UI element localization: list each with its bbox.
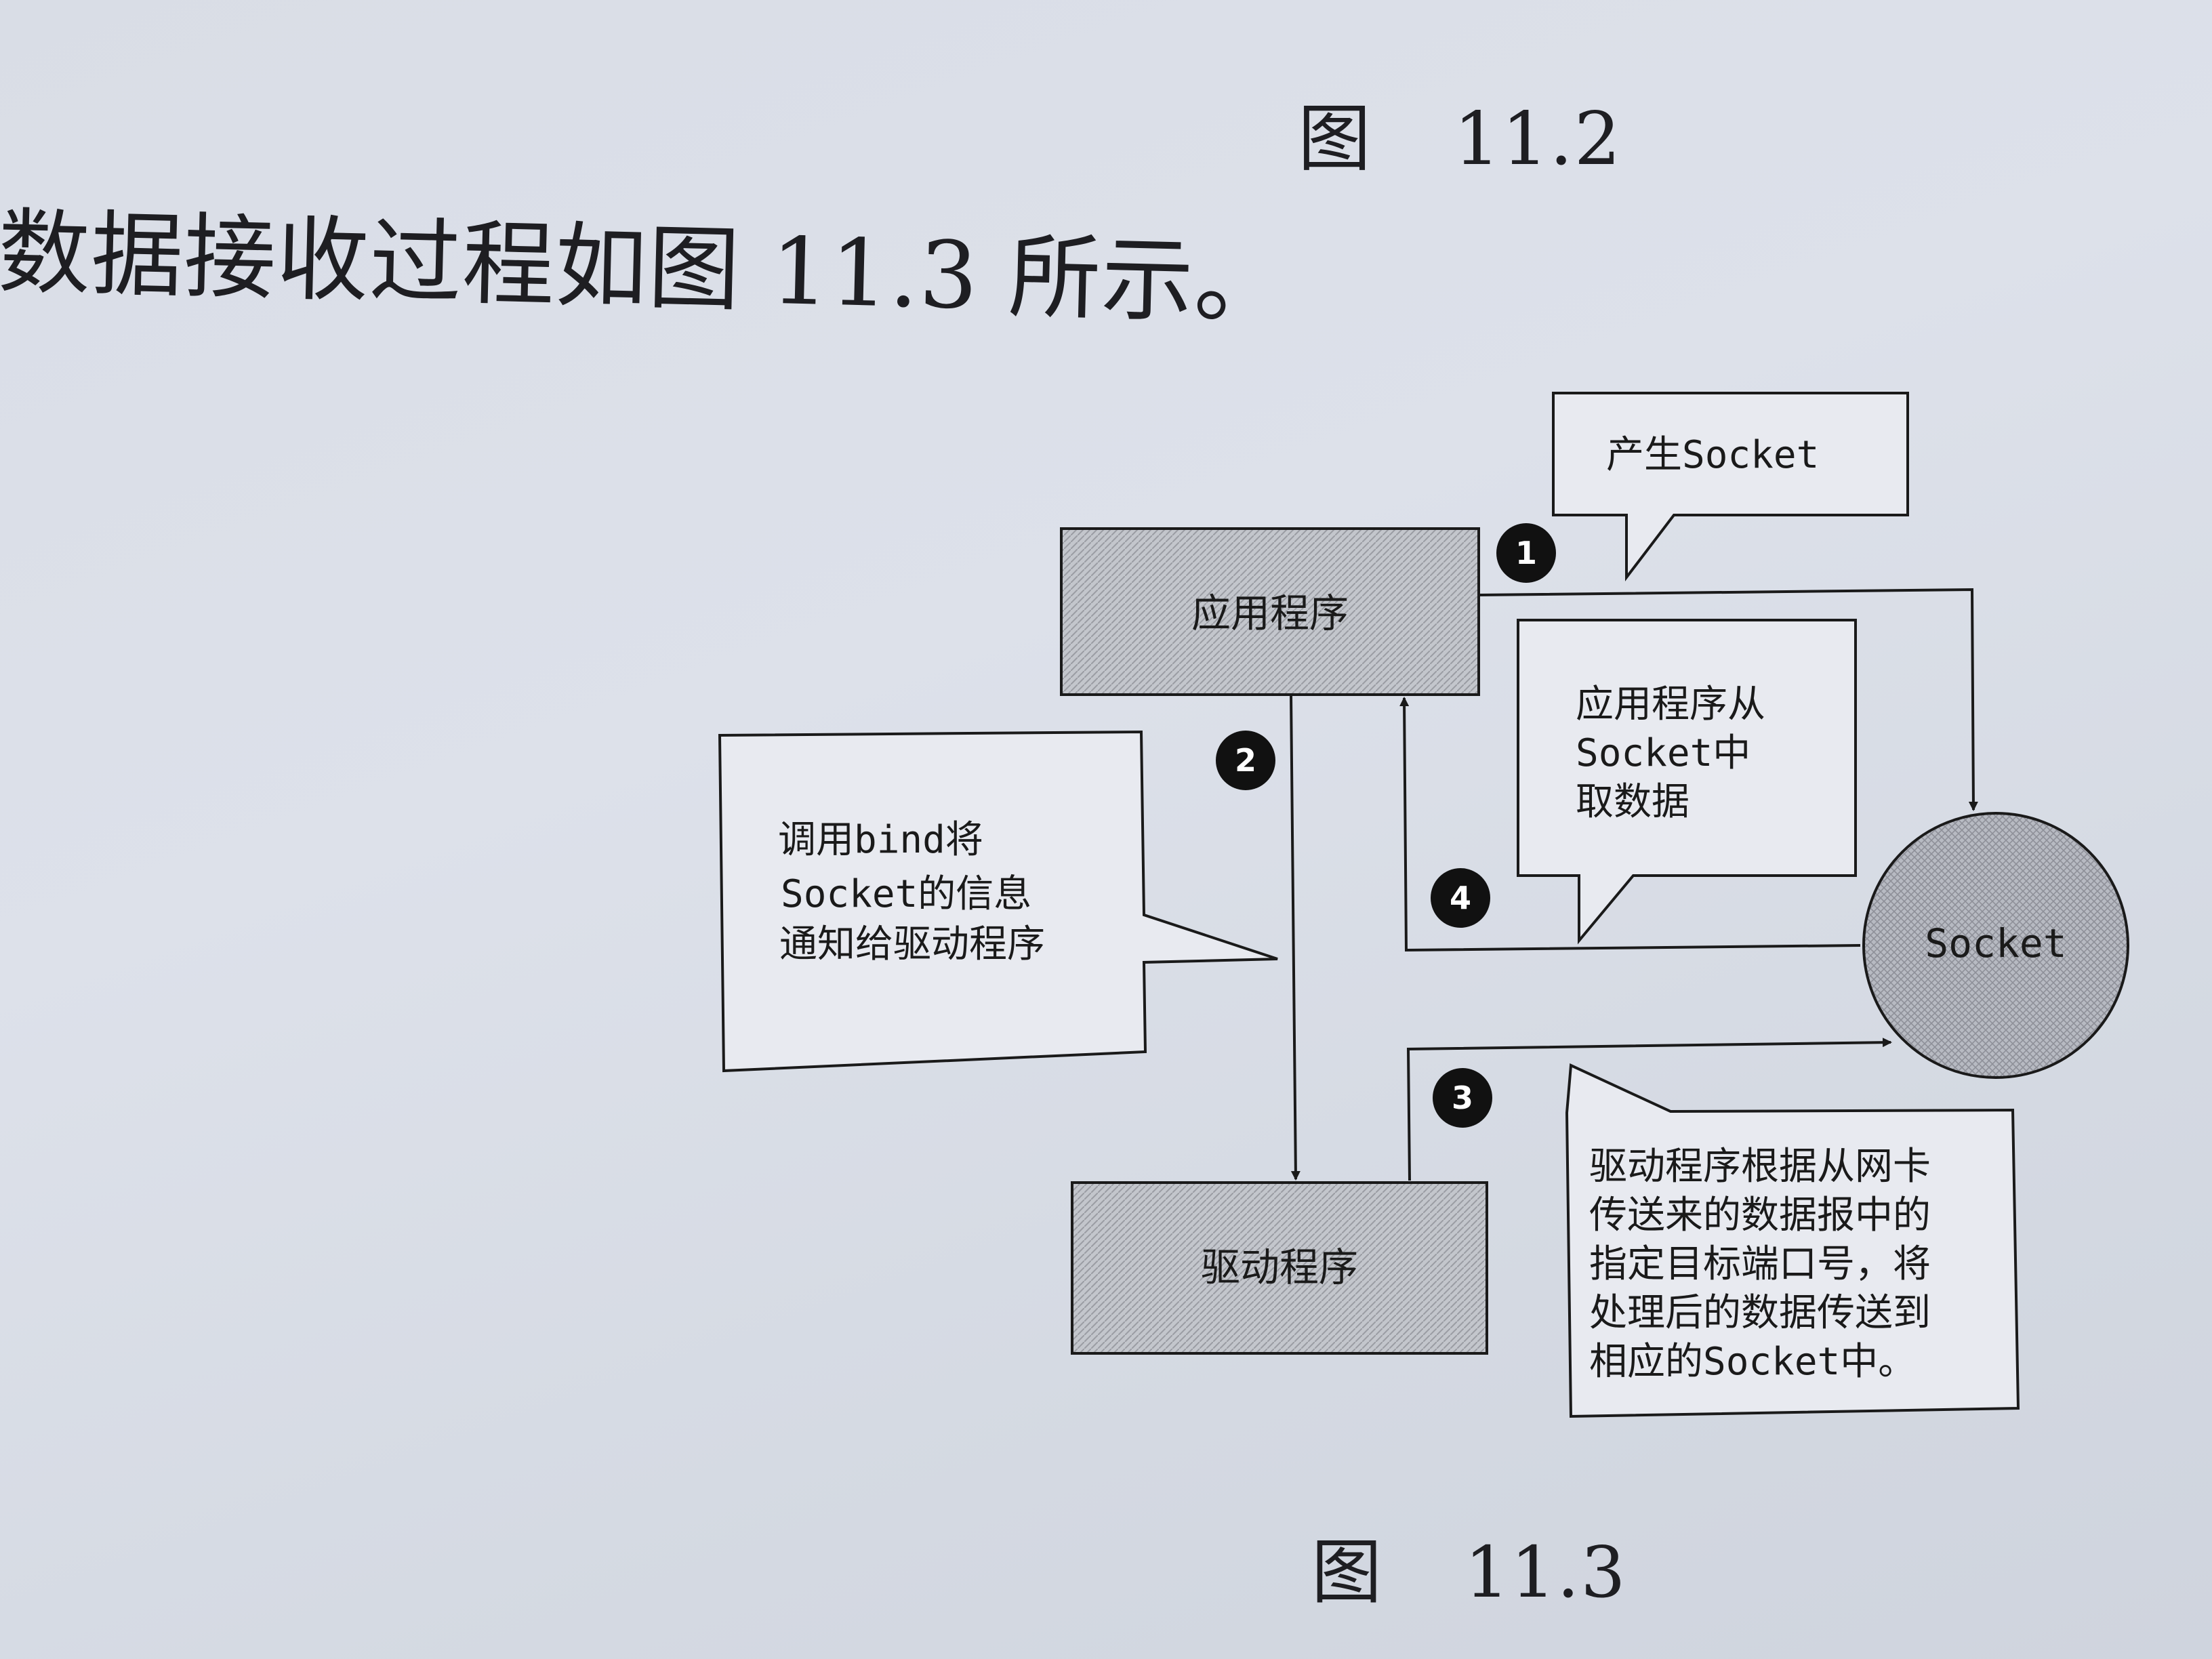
callout-step4-line1: 应用程序从 [1576, 682, 1765, 726]
step-1-marker: 1 [1496, 523, 1556, 583]
callout-step3: 驱动程序根据从网卡 传送来的数据报中的 指定目标端口号，将 处理后的数据传送到 … [1565, 1063, 2020, 1418]
socket-node: Socket [1862, 812, 2129, 1079]
callout-step1: 产生Socket [1552, 392, 1909, 581]
driver-node-label: 驱动程序 [1201, 1244, 1358, 1290]
step-4-number: 4 [1450, 880, 1471, 916]
socket-node-label: Socket [1925, 920, 2067, 966]
caption-number: 11.3 [1465, 1531, 1627, 1614]
step-2-number: 2 [1235, 742, 1256, 779]
caption-prefix: 图 [1311, 1531, 1384, 1614]
step-2-marker: 2 [1216, 731, 1275, 790]
callout-step3-line1: 驱动程序根据从网卡 [1589, 1145, 1931, 1189]
callout-step4: 应用程序从 Socket中 取数据 [1517, 619, 1857, 945]
callout-step3-line2: 传送来的数据报中的 [1589, 1193, 1931, 1237]
step-4-marker: 4 [1431, 868, 1490, 928]
app-node: 应用程序 [1060, 527, 1480, 696]
callout-step3-line4: 处理后的数据传送到 [1589, 1291, 1931, 1335]
callout-step2-line1: 调用bind将 [778, 818, 983, 862]
step-3-marker: 3 [1433, 1068, 1492, 1128]
arrow-driver-to-socket [1406, 1038, 1892, 1181]
callout-step3-line5: 相应的Socket中。 [1589, 1340, 1916, 1384]
app-node-label: 应用程序 [1191, 590, 1349, 636]
callout-step4-line2: Socket中 [1576, 731, 1750, 775]
callout-step3-line3: 指定目标端口号，将 [1589, 1242, 1931, 1286]
caption-number: 11.2 [1454, 97, 1622, 182]
arrow-app-to-driver [1290, 694, 1300, 1181]
figure-caption-11-3: 图 11.3 [1311, 1515, 1627, 1617]
caption-prefix: 图 [1298, 97, 1373, 182]
callout-step1-line1: 产生Socket [1606, 433, 1819, 477]
arrow-app-to-socket [1478, 588, 1978, 811]
callout-step2-line3: 通知给驱动程序 [779, 922, 1045, 966]
step-1-number: 1 [1515, 535, 1537, 571]
callout-step2-line2: Socket的信息 [781, 872, 1031, 916]
arrow-socket-to-app [1399, 697, 1861, 952]
callout-step2: 调用bind将 Socket的信息 通知给驱动程序 [718, 730, 1278, 1073]
step-3-number: 3 [1452, 1080, 1473, 1116]
callout-step4-line3: 取数据 [1576, 780, 1689, 824]
figure-caption-11-2: 图 11.2 [1298, 80, 1622, 186]
driver-node: 驱动程序 [1071, 1181, 1488, 1355]
